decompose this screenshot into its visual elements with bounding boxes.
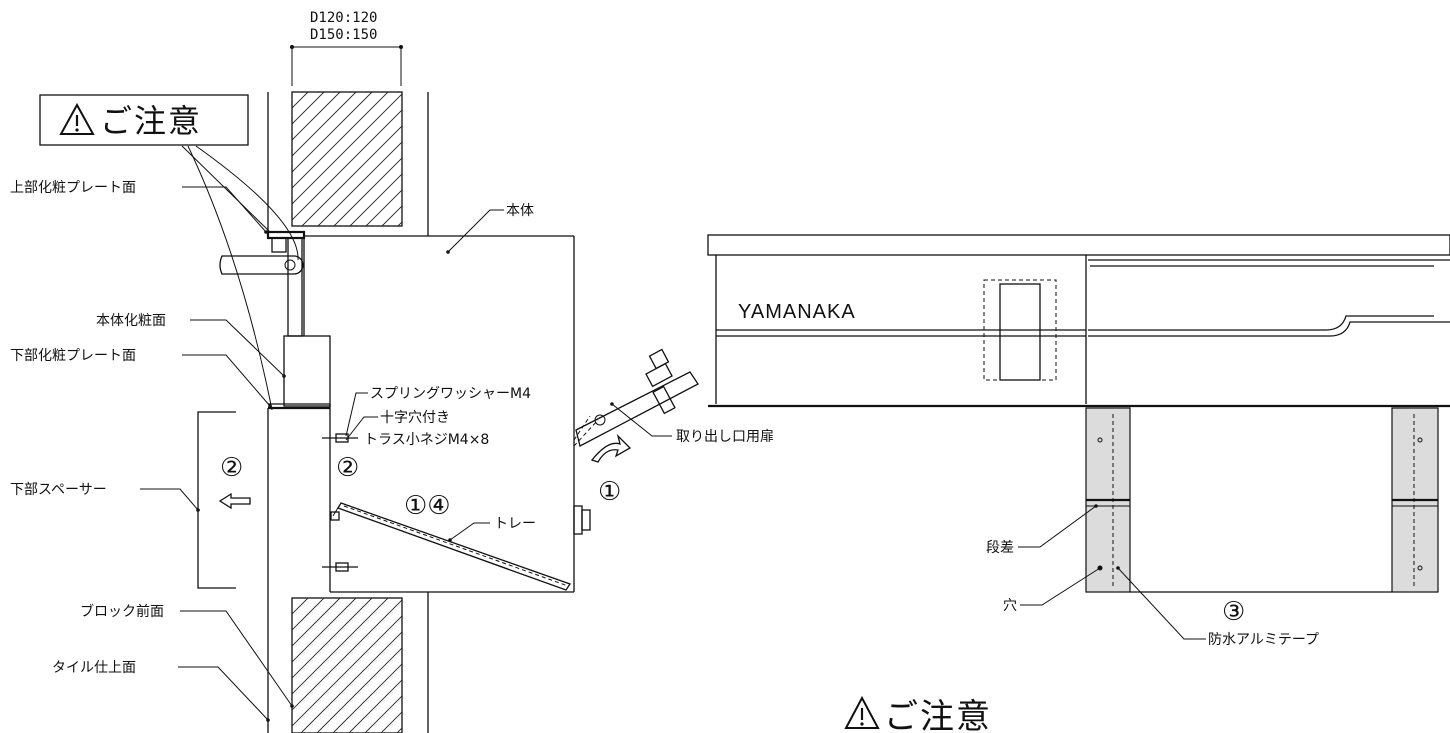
upper-block xyxy=(291,91,403,227)
hatch-line xyxy=(292,92,389,189)
right-labels: 段差 穴 ③ 防水アルミテープ xyxy=(986,504,1319,648)
warning-triangle-icon xyxy=(59,102,95,135)
hatch-line xyxy=(292,93,402,205)
top-plate xyxy=(219,230,306,337)
lower-block xyxy=(291,597,403,733)
step-marker: ② xyxy=(336,453,359,483)
hatch-line xyxy=(292,109,402,221)
right-leg xyxy=(1391,407,1439,593)
hatch-line xyxy=(292,599,402,711)
label-block-face: ブロック前面 xyxy=(80,603,164,620)
hatch-line xyxy=(292,598,389,695)
step-marker: ③ xyxy=(1222,597,1245,627)
door xyxy=(573,348,699,447)
hatch-line xyxy=(292,598,309,615)
dimension-line-2: D150:150 xyxy=(310,27,377,43)
label-tape: 防水アルミテープ xyxy=(1208,632,1319,648)
lower-spacer xyxy=(197,411,251,589)
label-hole: 穴 xyxy=(1003,598,1017,614)
hatch-line xyxy=(292,92,373,173)
screw-icon xyxy=(322,433,358,443)
hatch-line xyxy=(300,631,402,733)
label-screw-2: トラス小ネジM4×8 xyxy=(364,432,489,448)
hatch-line xyxy=(349,173,402,226)
front-view: YAMANAKA xyxy=(707,234,1450,593)
hatch-line xyxy=(292,598,373,679)
hatch-line xyxy=(292,598,341,647)
hatch-line xyxy=(332,663,402,733)
label-body-face: 本体化粧面 xyxy=(96,313,166,329)
hatch-line xyxy=(317,141,402,226)
arrow-left-icon xyxy=(218,492,251,510)
hatch-line xyxy=(333,157,402,226)
hatch-line xyxy=(316,647,402,733)
left-labels: 上部化粧プレート面 本体化粧面 下部化粧プレート面 下部スペーサー ブロック前面… xyxy=(10,180,294,722)
caution-bottom: ご注意 xyxy=(844,695,992,733)
hatch-line xyxy=(292,92,357,157)
label-body: 本体 xyxy=(506,203,534,219)
hatch-line xyxy=(348,679,402,733)
hatch-line xyxy=(292,92,325,125)
label-step: 段差 xyxy=(986,540,1014,556)
body-face xyxy=(268,335,331,410)
label-door: 取り出し口用扉 xyxy=(676,429,774,445)
hatch-line xyxy=(292,615,402,727)
step-marker: ① xyxy=(598,477,621,507)
label-bottom-plate: 下部化粧プレート面 xyxy=(10,348,136,364)
left-leg xyxy=(1085,407,1131,593)
label-top-plate: 上部化粧プレート面 xyxy=(10,180,136,196)
hatch-line xyxy=(292,92,341,141)
dimension-line-1: D120:120 xyxy=(310,10,377,26)
hatch-line xyxy=(301,125,402,226)
tray xyxy=(332,502,572,591)
label-spacer: 下部スペーサー xyxy=(10,482,107,498)
step-marker: ①④ xyxy=(404,491,451,521)
screw-icon xyxy=(322,562,358,572)
hatch-line xyxy=(380,711,402,733)
hatch-line xyxy=(292,598,357,663)
label-tile-face: タイル仕上面 xyxy=(52,660,136,676)
caution-text: ご注意 xyxy=(100,102,202,140)
rotate-arrow-icon xyxy=(590,433,632,463)
hatch-line xyxy=(364,695,402,733)
hatch-line xyxy=(365,189,402,226)
label-tray: トレー xyxy=(494,516,536,532)
hatch-line xyxy=(396,727,402,733)
label-screw-1: 十字穴付き xyxy=(380,410,450,426)
wall-section xyxy=(267,91,429,733)
center-labels: 本体 スプリングワッシャーM4 十字穴付き トラス小ネジM4×8 トレー 取り出… xyxy=(345,203,774,542)
label-spring-washer: スプリングワッシャーM4 xyxy=(370,386,531,402)
caution-box: ご注意 xyxy=(39,94,299,411)
warning-triangle-icon xyxy=(844,695,880,729)
step-marker: ② xyxy=(220,453,243,483)
brand-logo: YAMANAKA xyxy=(738,301,856,323)
dimension-marker: D120:120 D150:150 xyxy=(290,10,403,86)
main-body xyxy=(304,235,591,593)
hatch-line xyxy=(292,598,293,599)
caution-bottom-text: ご注意 xyxy=(884,697,992,733)
hatch-line xyxy=(292,598,325,631)
